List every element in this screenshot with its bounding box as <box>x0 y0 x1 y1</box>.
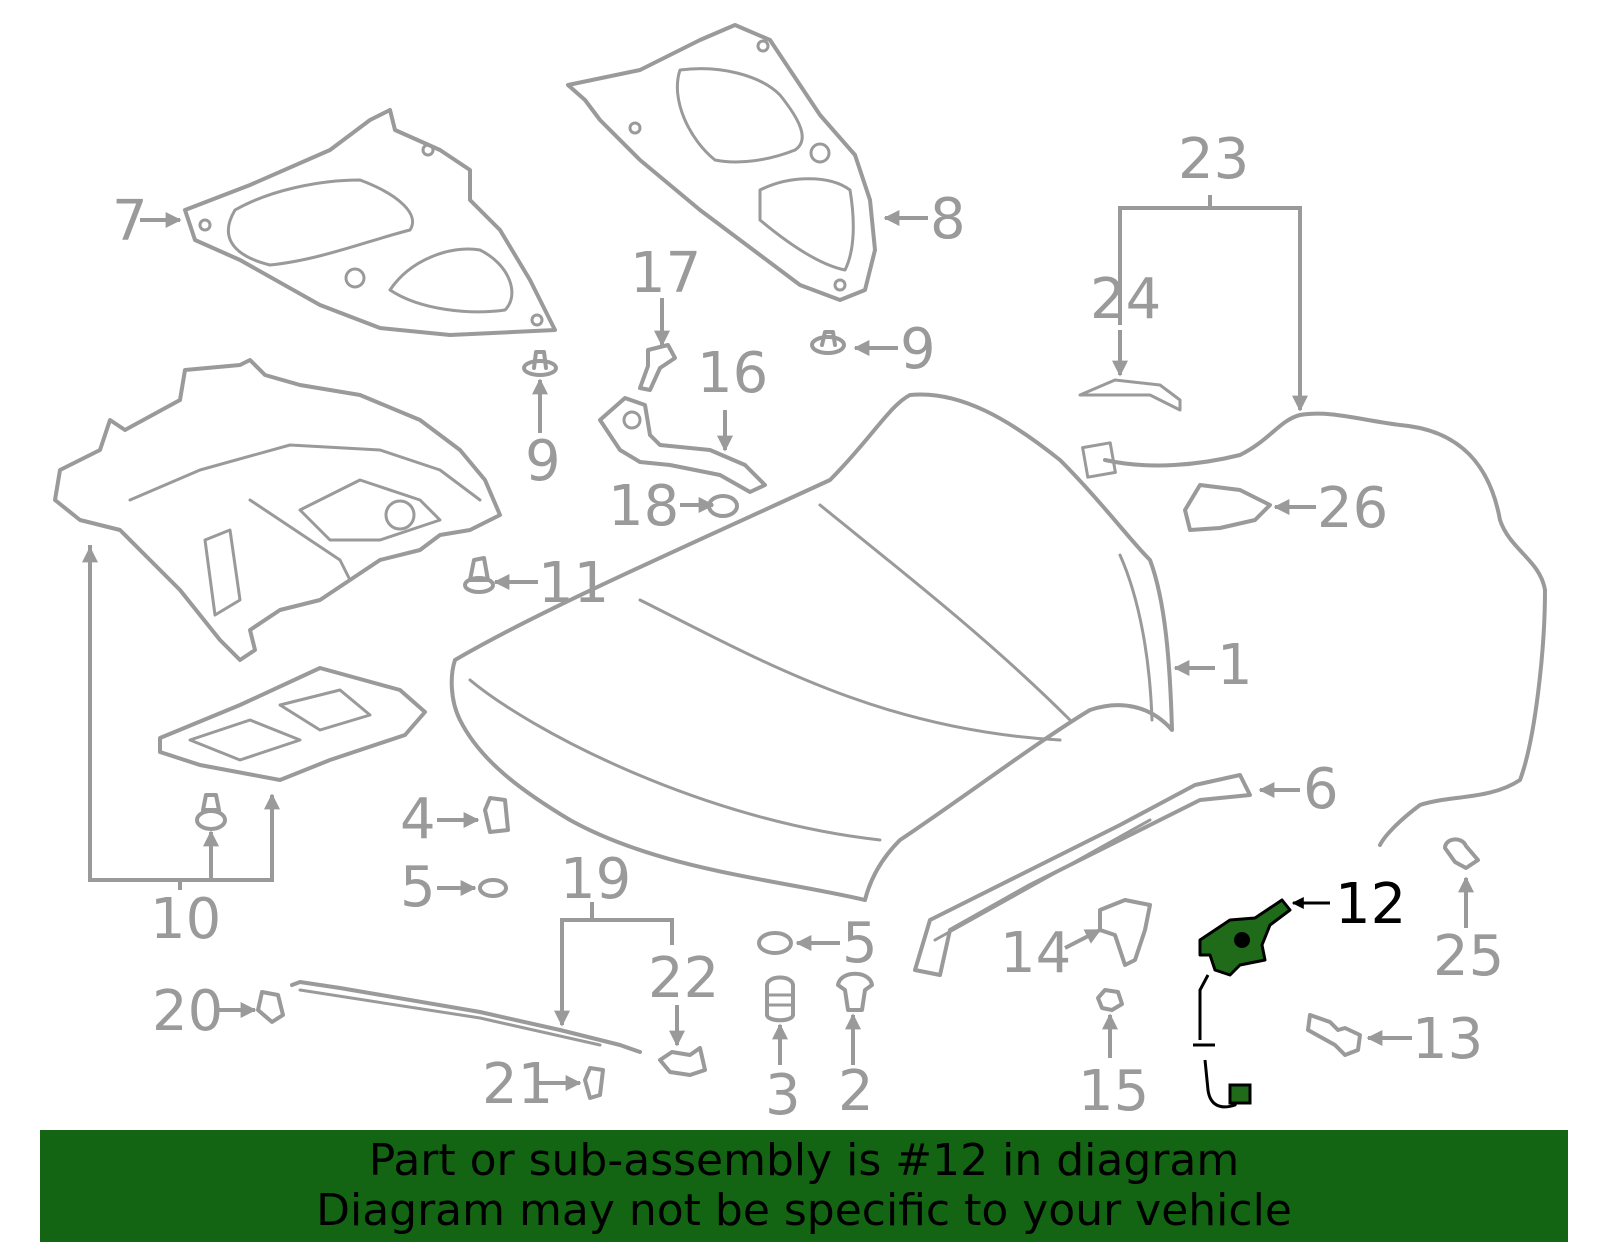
undercover-lower <box>158 666 427 782</box>
callout-14: 14 <box>1000 921 1071 986</box>
callout-22: 22 <box>648 946 719 1011</box>
insulator-part-8 <box>566 23 877 302</box>
callout-9-a: 9 <box>525 429 561 494</box>
clip-part-25 <box>1443 837 1480 870</box>
clip-part-9-b <box>810 330 846 355</box>
callout-4: 4 <box>400 787 436 852</box>
callout-26: 26 <box>1317 476 1388 541</box>
clip-part-21 <box>583 1066 605 1100</box>
callout-8: 8 <box>930 187 966 252</box>
callout-10: 10 <box>150 887 221 952</box>
callout-23: 23 <box>1178 127 1249 192</box>
bumper-part-2 <box>836 971 874 1012</box>
cushion-part-3 <box>765 975 795 1023</box>
washer-part-5-b <box>757 931 793 955</box>
bracket-part-26 <box>1183 483 1272 532</box>
grommet-part-20 <box>256 990 285 1024</box>
bolt-part-17 <box>638 343 677 392</box>
callout-13: 13 <box>1412 1007 1483 1072</box>
hood-part <box>449 392 1174 902</box>
callout-19: 19 <box>560 847 631 912</box>
washer-part-5-a <box>478 878 508 898</box>
release-cable-part-23 <box>1078 378 1547 847</box>
callout-5-b: 5 <box>842 911 878 976</box>
banner-line-1: Part or sub-assembly is #12 in diagram <box>368 1135 1240 1186</box>
banner-line-2: Diagram may not be specific to your vehi… <box>316 1185 1292 1236</box>
callout-9-b: 9 <box>900 317 936 382</box>
nut-part-18 <box>707 494 739 518</box>
callout-18: 18 <box>608 474 679 539</box>
callout-21: 21 <box>482 1052 553 1117</box>
grommet-part-4 <box>483 796 510 834</box>
seal-part-6 <box>913 773 1252 977</box>
callout-15: 15 <box>1078 1059 1149 1124</box>
callout-3: 3 <box>765 1063 801 1128</box>
callout-7: 7 <box>112 189 148 254</box>
info-banner: Part or sub-assembly is #12 in diagram D… <box>40 1130 1568 1242</box>
callout-24: 24 <box>1090 267 1161 332</box>
insulator-part-7 <box>183 108 557 337</box>
callout-12: 12 <box>1335 872 1406 937</box>
callout-6: 6 <box>1303 757 1339 822</box>
callout-25: 25 <box>1433 924 1504 989</box>
callout-11: 11 <box>538 551 609 616</box>
leader-lines <box>82 195 1474 1091</box>
callout-20: 20 <box>152 979 223 1044</box>
callout-1: 1 <box>1217 633 1253 698</box>
callout-17: 17 <box>630 241 701 306</box>
callout-2: 2 <box>838 1059 874 1124</box>
clip-part-9-a <box>522 350 558 377</box>
hinge-part-16 <box>598 396 767 494</box>
callout-labels: 1 2 3 4 5 5 6 7 8 9 9 10 11 12 13 14 15 … <box>112 127 1504 1128</box>
bracket-part-14 <box>1098 898 1152 967</box>
clip-part-22 <box>658 1046 707 1077</box>
clip-part-15 <box>1096 988 1124 1012</box>
prop-rod-part-19 <box>290 980 642 1054</box>
undercover-part-10 <box>53 358 502 662</box>
hood-latch-part-12 <box>1193 898 1292 1109</box>
clip-part-10-small <box>195 793 227 831</box>
clip-part-11 <box>463 556 495 594</box>
callout-5-a: 5 <box>400 855 436 920</box>
bolt-part-13 <box>1306 1013 1362 1057</box>
callout-16: 16 <box>697 341 768 406</box>
